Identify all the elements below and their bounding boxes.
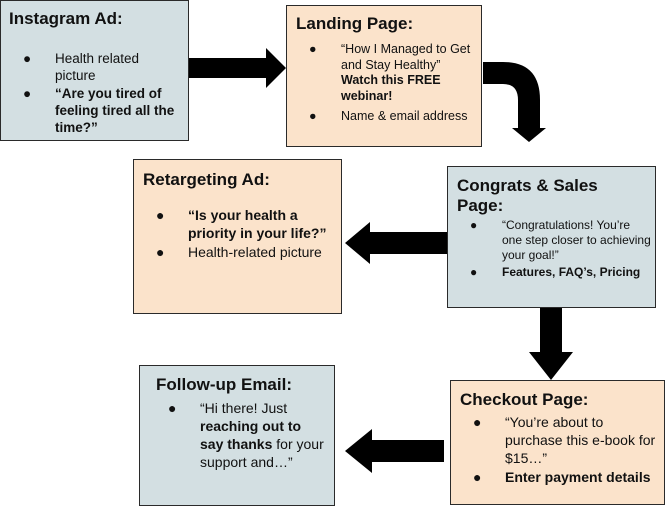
list-item-text: Enter payment details	[505, 469, 651, 485]
bullet-icon: ●	[309, 109, 317, 123]
bullet-icon: ●	[23, 86, 32, 101]
arrow-curve-down-icon	[483, 62, 546, 142]
instagram-ad-title: Instagram Ad:	[9, 9, 123, 28]
arrow-right-icon	[189, 48, 286, 88]
list-item-bold-text: Watch this FREE webinar!	[341, 73, 441, 103]
landing-page-list: ● “How I Managed to Get and Stay Healthy…	[309, 42, 475, 130]
list-item-plain-text: for your support and…”	[200, 436, 324, 470]
list-item: ● “Congratulations! You’re one step clos…	[470, 218, 652, 263]
list-item: ● “Are you tired of feeling tired all th…	[23, 85, 183, 136]
bullet-icon: ●	[470, 218, 478, 232]
list-item: ● “Is your health a priority in your lif…	[156, 206, 336, 242]
follow-up-email-list: ● “Hi there! Just reaching out to say th…	[168, 399, 328, 471]
list-item-text: Features, FAQ’s, Pricing	[502, 265, 641, 279]
instagram-ad-box: Instagram Ad: ● Health related picture ●…	[0, 0, 189, 141]
retargeting-ad-list: ● “Is your health a priority in your lif…	[156, 206, 336, 262]
checkout-page-list: ● “You’re about to purchase this e-book …	[473, 413, 659, 487]
list-item: ● Health related picture	[23, 50, 183, 84]
list-item: ● Features, FAQ’s, Pricing	[470, 265, 652, 280]
checkout-page-title: Checkout Page:	[460, 390, 589, 409]
list-item-text: Name & email address	[341, 109, 468, 123]
list-item-text: “Is your health a priority in your life?…	[188, 207, 327, 241]
bullet-icon: ●	[309, 42, 317, 56]
bullet-icon: ●	[473, 469, 482, 485]
instagram-ad-list: ● Health related picture ● “Are you tire…	[23, 50, 183, 137]
bullet-icon: ●	[156, 244, 165, 260]
list-item: ● Name & email address	[309, 109, 475, 125]
list-item-text: “You’re about to purchase this e-book fo…	[505, 414, 656, 466]
list-item-text: “Are you tired of feeling tired all the …	[55, 86, 175, 135]
retargeting-ad-box: Retargeting Ad: ● “Is your health a prio…	[133, 159, 342, 314]
list-item-text: Health related picture	[55, 51, 140, 83]
list-item-plain-text: “How I Managed to Get and Stay Healthy”	[341, 42, 471, 72]
list-item-bold-text: reaching out to say thanks	[200, 418, 302, 452]
follow-up-email-box: Follow-up Email: ● “Hi there! Just reach…	[139, 365, 335, 506]
bullet-icon: ●	[23, 51, 32, 66]
congrats-sales-page-box: Congrats & Sales Page: ● “Congratulation…	[447, 166, 656, 308]
follow-up-email-title: Follow-up Email:	[156, 375, 292, 394]
list-item-text: “Hi there! Just reaching out to say than…	[200, 399, 328, 471]
bullet-icon: ●	[156, 207, 165, 223]
landing-page-title: Landing Page:	[296, 14, 414, 33]
list-item: ● “How I Managed to Get and Stay Healthy…	[309, 42, 475, 104]
arrow-left-icon	[345, 429, 444, 473]
congrats-sales-page-list: ● “Congratulations! You’re one step clos…	[470, 218, 652, 282]
landing-page-box: Landing Page: ● “How I Managed to Get an…	[286, 5, 482, 147]
list-item-text: “Congratulations! You’re one step closer…	[502, 218, 651, 262]
arrow-down-icon	[529, 308, 573, 380]
list-item-text: Health-related picture	[188, 244, 322, 260]
bullet-icon: ●	[168, 400, 177, 416]
list-item: ● Health-related picture	[156, 243, 336, 261]
checkout-page-box: Checkout Page: ● “You’re about to purcha…	[450, 380, 665, 505]
list-item: ● Enter payment details	[473, 468, 659, 486]
bullet-icon: ●	[470, 265, 478, 279]
list-item-text: “How I Managed to Get and Stay Healthy” …	[341, 42, 475, 104]
retargeting-ad-title: Retargeting Ad:	[143, 170, 270, 189]
list-item: ● “You’re about to purchase this e-book …	[473, 413, 659, 467]
bullet-icon: ●	[473, 414, 482, 430]
list-item: ● “Hi there! Just reaching out to say th…	[168, 399, 328, 471]
list-item-plain-text: “Hi there! Just	[200, 400, 288, 416]
congrats-sales-page-title: Congrats & Sales Page:	[457, 176, 598, 216]
arrow-left-icon	[345, 222, 447, 264]
